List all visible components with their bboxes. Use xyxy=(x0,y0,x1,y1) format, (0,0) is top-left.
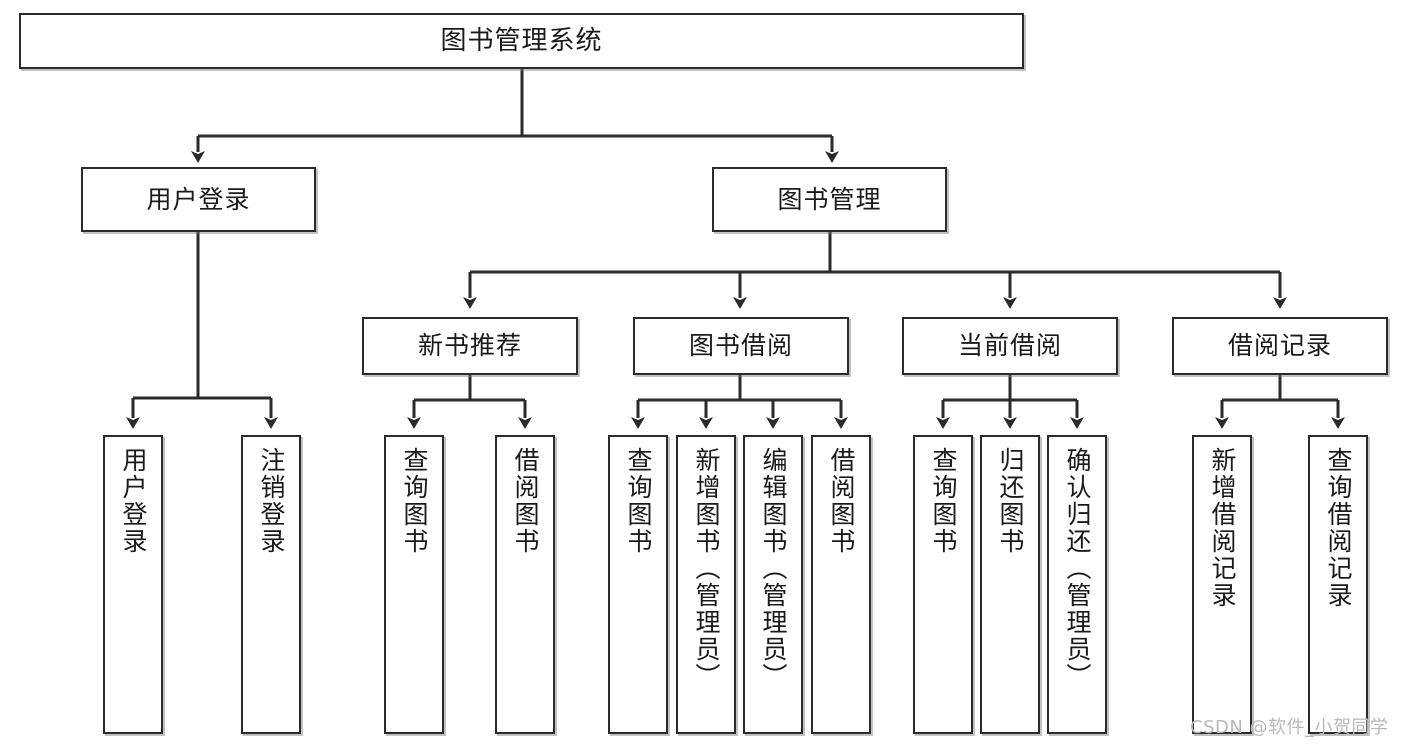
leaf-confirm-return-label: 确认归还（管理员） xyxy=(1063,447,1092,690)
node-book-borrow-label: 图书借阅 xyxy=(688,331,793,361)
node-user-login-label: 用户登录 xyxy=(146,184,251,214)
leaf-borrow-book-1[interactable]: 借阅图书 xyxy=(495,435,555,734)
leaf-confirm-return[interactable]: 确认归还（管理员） xyxy=(1047,435,1107,734)
node-user-login[interactable]: 用户登录 xyxy=(81,167,316,232)
leaf-edit-book-label: 编辑图书（管理员） xyxy=(759,447,788,690)
leaf-query-record-label: 查询借阅记录 xyxy=(1324,447,1353,609)
node-book-manage-label: 图书管理 xyxy=(777,184,882,214)
leaf-query-record[interactable]: 查询借阅记录 xyxy=(1308,435,1368,734)
leaf-borrow-book-2[interactable]: 借阅图书 xyxy=(811,435,871,734)
node-borrow-record-label: 借阅记录 xyxy=(1227,331,1332,361)
leaf-edit-book[interactable]: 编辑图书（管理员） xyxy=(743,435,803,734)
node-book-manage[interactable]: 图书管理 xyxy=(712,167,947,232)
leaf-user-logout-label: 注销登录 xyxy=(257,447,286,555)
node-root[interactable]: 图书管理系统 xyxy=(19,13,1024,69)
leaf-add-record[interactable]: 新增借阅记录 xyxy=(1192,435,1252,734)
leaf-add-record-label: 新增借阅记录 xyxy=(1208,447,1237,609)
leaf-return-book-label: 归还图书 xyxy=(996,447,1025,555)
leaf-query-book-1-label: 查询图书 xyxy=(400,447,429,555)
node-book-borrow[interactable]: 图书借阅 xyxy=(633,317,849,375)
leaf-user-login[interactable]: 用户登录 xyxy=(103,435,163,734)
node-current-borrow-label: 当前借阅 xyxy=(957,331,1062,361)
leaf-user-logout[interactable]: 注销登录 xyxy=(241,435,301,734)
leaf-return-book[interactable]: 归还图书 xyxy=(980,435,1040,734)
leaf-add-book-label: 新增图书（管理员） xyxy=(692,447,721,690)
leaf-query-book-2[interactable]: 查询图书 xyxy=(608,435,668,734)
leaf-borrow-book-2-label: 借阅图书 xyxy=(827,447,856,555)
leaf-query-book-2-label: 查询图书 xyxy=(624,447,653,555)
csdn-watermark: CSDN @软件_小贺同学 xyxy=(1190,717,1389,738)
node-new-book-rec[interactable]: 新书推荐 xyxy=(362,317,578,375)
leaf-query-book-3[interactable]: 查询图书 xyxy=(913,435,973,734)
leaf-borrow-book-1-label: 借阅图书 xyxy=(511,447,540,555)
leaf-user-login-label: 用户登录 xyxy=(119,447,148,555)
node-current-borrow[interactable]: 当前借阅 xyxy=(902,317,1118,375)
node-borrow-record[interactable]: 借阅记录 xyxy=(1172,317,1388,375)
node-new-book-rec-label: 新书推荐 xyxy=(417,331,522,361)
leaf-add-book[interactable]: 新增图书（管理员） xyxy=(676,435,736,734)
leaf-query-book-3-label: 查询图书 xyxy=(929,447,958,555)
leaf-query-book-1[interactable]: 查询图书 xyxy=(384,435,444,734)
node-root-label: 图书管理系统 xyxy=(440,25,603,56)
